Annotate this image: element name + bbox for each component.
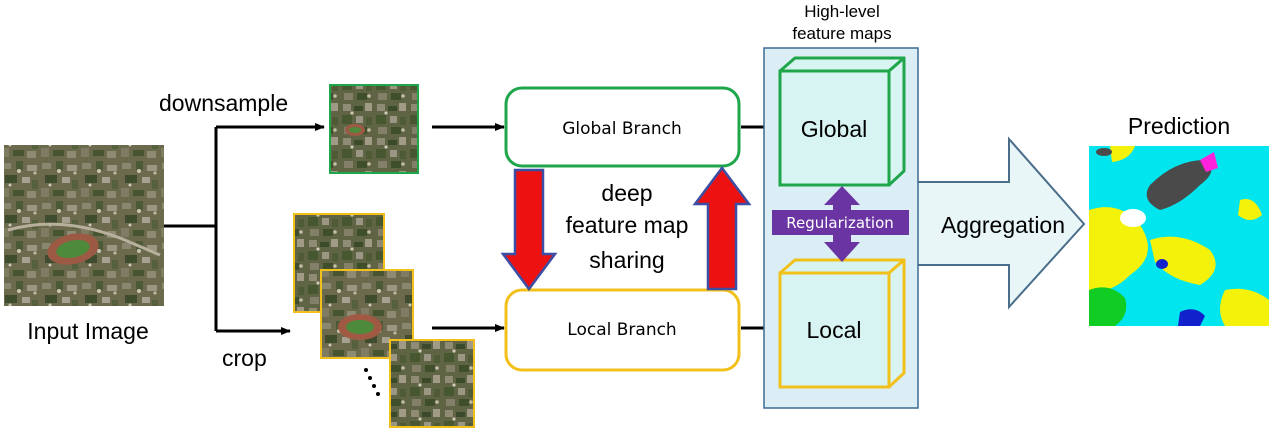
cropped-patch-2 (320, 269, 414, 359)
prediction-map (1089, 146, 1269, 326)
local-branch-box (504, 288, 741, 372)
sharing-down-arrow (500, 168, 558, 292)
feature-maps-title-line1: High-level (804, 2, 880, 21)
feature-maps-title-line2: feature maps (792, 24, 891, 43)
downsample-label: downsample (159, 90, 288, 116)
global-branch-box (504, 86, 741, 168)
downsampled-image (329, 84, 419, 174)
sharing-label-line3: sharing (589, 247, 664, 273)
global-feature-cube (778, 56, 906, 187)
local-branch-label: Local Branch (567, 320, 676, 340)
prediction-label: Prediction (1128, 113, 1230, 139)
regularization-badge (772, 210, 909, 235)
input-image (4, 145, 164, 306)
more-patches-ellipsis (364, 368, 380, 396)
local-cube-label: Local (807, 317, 862, 343)
global-cube-label: Global (801, 116, 867, 142)
regularization-label: Regularization (786, 214, 894, 232)
aggregation-label: Aggregation (941, 212, 1065, 238)
sharing-label-line1: deep (601, 180, 652, 206)
sharing-label-line2: feature map (566, 212, 689, 238)
input-image-label: Input Image (27, 318, 148, 344)
cropped-patch-3 (389, 339, 475, 428)
sharing-up-arrow (692, 165, 752, 291)
local-feature-cube (778, 258, 906, 389)
crop-label: crop (222, 345, 267, 371)
global-branch-label: Global Branch (562, 119, 682, 139)
split-connector (164, 127, 218, 331)
